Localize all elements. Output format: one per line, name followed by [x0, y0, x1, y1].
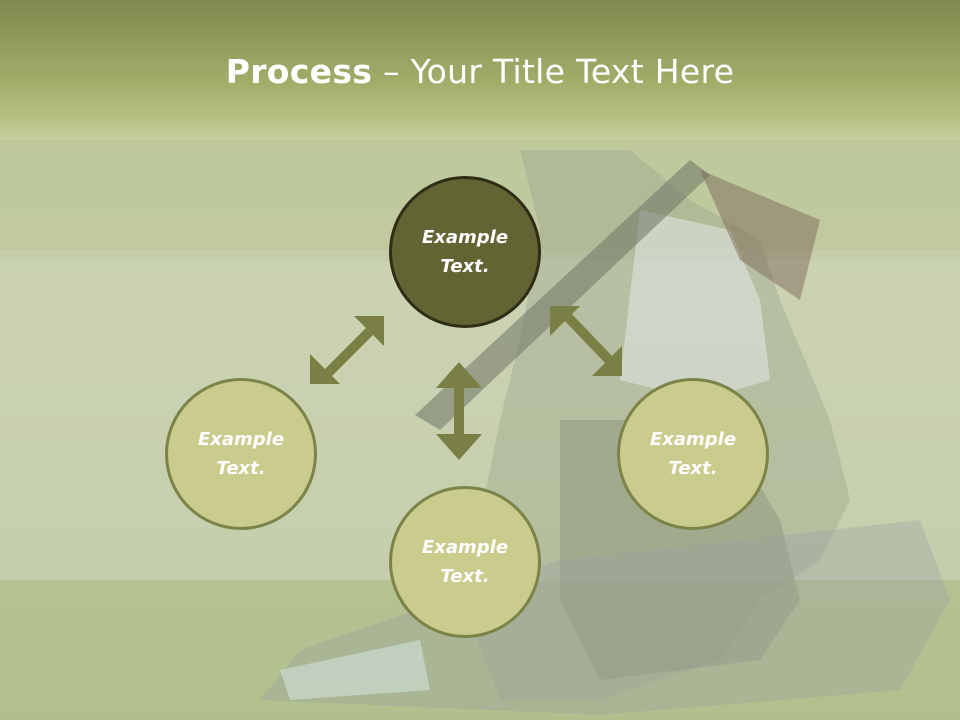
node-right-circle: Example Text.: [617, 378, 769, 530]
title-bar: [0, 0, 960, 150]
node-left-circle: Example Text.: [165, 378, 317, 530]
node-right-label: Example Text.: [649, 429, 737, 479]
node-top-circle: Example Text.: [389, 176, 541, 328]
arrow-vertical: [436, 362, 482, 460]
title-rest: – Your Title Text Here: [372, 52, 735, 91]
node-top-label: Example Text.: [421, 227, 509, 277]
node-bottom-label: Example Text.: [421, 537, 509, 587]
node-bottom-circle: Example Text.: [389, 486, 541, 638]
arrow-top-right: [550, 306, 622, 376]
node-left-label: Example Text.: [197, 429, 285, 479]
title-bold: Process: [225, 52, 373, 91]
slide-title: Process – Your Title Text Here: [0, 52, 960, 91]
arrow-top-left: [310, 316, 384, 384]
